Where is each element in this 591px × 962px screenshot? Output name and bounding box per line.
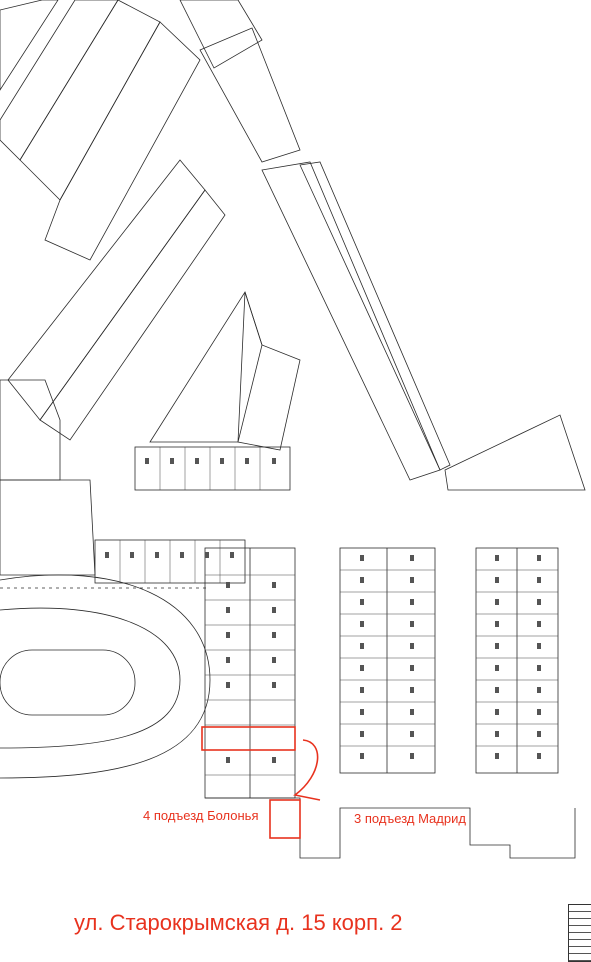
route-arrow-icon <box>293 739 321 801</box>
highlight-parking-space <box>201 726 296 751</box>
address-label: ул. Старокрымская д. 15 корп. 2 <box>74 910 403 935</box>
car-icon <box>105 458 541 763</box>
title-block <box>568 904 591 962</box>
entrance-4-label: 4 подъезд Болонья <box>143 808 259 823</box>
entrance-3-label: 3 подъезд Мадрид <box>354 811 466 826</box>
highlight-entrance-4 <box>269 799 301 839</box>
